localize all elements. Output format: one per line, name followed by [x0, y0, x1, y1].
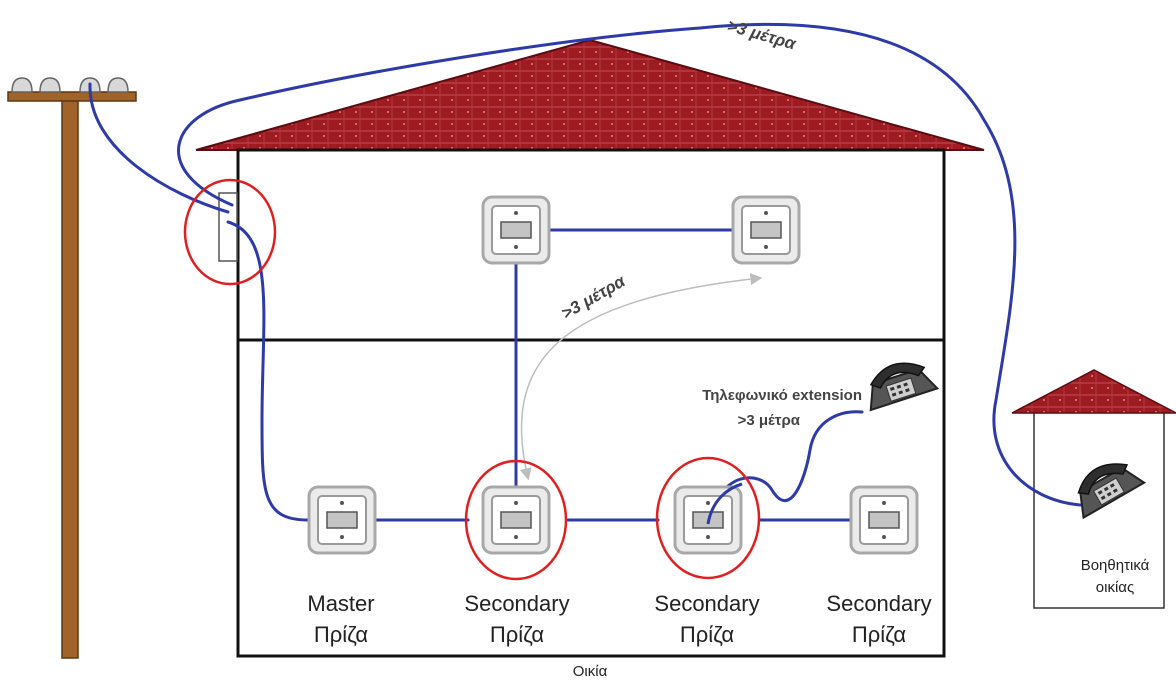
extension-distance-label: >3 μέτρα [738, 412, 801, 429]
outlet-label-secondary-1-line2: Πρίζα [490, 622, 545, 647]
cable-box-to-master [226, 220, 310, 522]
house-label: Οικία [573, 663, 608, 680]
upper-outlet-right [731, 195, 801, 265]
upper-outlet-left [481, 195, 551, 265]
secondary-outlet-1 [481, 485, 551, 555]
annex-label-line1: Βοηθητικά [1081, 557, 1150, 574]
utility-pole [7, 77, 137, 659]
outlet-label-secondary-3-line2: Πρίζα [852, 622, 907, 647]
cable-outside-to-annex [177, 22, 1082, 507]
outlet-label-secondary-1-line1: Secondary [464, 591, 569, 616]
distance-arrow [519, 273, 763, 481]
outlet-label-secondary-3-line1: Secondary [826, 591, 931, 616]
master-outlet [307, 485, 377, 555]
outlet-label-master-line2: Πρίζα [314, 622, 369, 647]
cable-pole-to-box [88, 82, 230, 214]
outlet-label-secondary-2-line2: Πρίζα [680, 622, 735, 647]
extension-label: Τηλεφωνικό extension [702, 387, 862, 404]
highlight-secondary-2 [655, 456, 761, 580]
outer-distance-label: >3 μέτρα [725, 16, 799, 54]
highlight-junction [183, 178, 277, 286]
annex-label-line2: οικίας [1096, 579, 1134, 596]
outlet-label-master-line1: Master [307, 591, 374, 616]
extension-plug [706, 482, 743, 525]
highlight-secondary-1 [464, 459, 568, 581]
highlight-circles [183, 178, 761, 581]
main-house [195, 38, 985, 658]
annex-house [1011, 369, 1176, 609]
secondary-outlet-3 [849, 485, 919, 555]
outlet-label-secondary-2-line1: Secondary [654, 591, 759, 616]
